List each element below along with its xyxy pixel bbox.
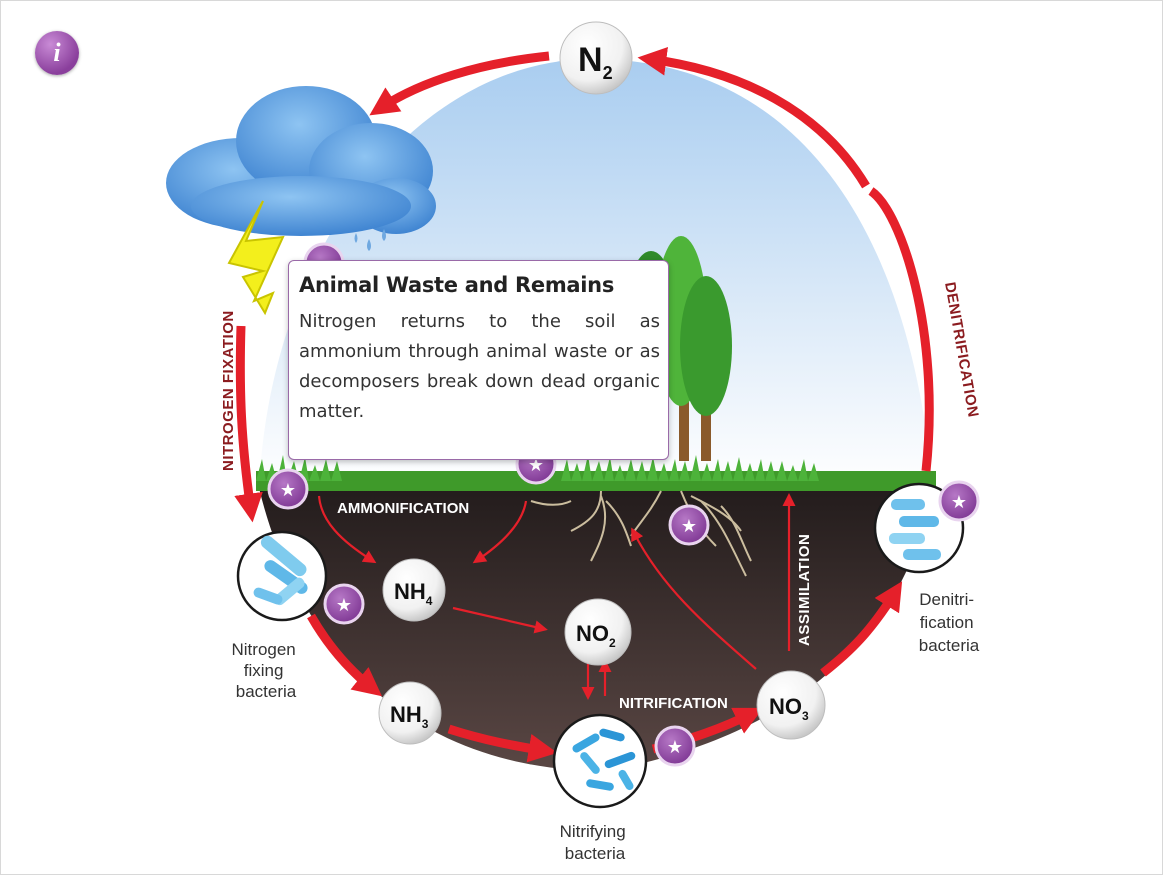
tooltip-body: Nitrogen returns to the soil as ammonium…: [299, 311, 660, 422]
svg-text:N2: N2: [578, 41, 613, 83]
label-denitrification: DENITRIFICATION: [941, 281, 982, 419]
arrow-fixing-to-nh3: [307, 613, 382, 697]
label-nitrogen-fixation: NITROGEN FIXATION: [220, 310, 237, 471]
grass: [256, 455, 936, 491]
star-icon: ★: [280, 480, 296, 501]
soil-arrows: [317, 493, 796, 700]
hotspot-nitrogen-fixing-bacteria[interactable]: ★: [323, 583, 365, 625]
star-icon: ★: [336, 595, 352, 616]
star-icon: ★: [528, 455, 544, 476]
label-nitrogen-fixing-bacteria: Nitrogen fixing bacteria: [232, 640, 301, 701]
label-assimilation: ASSIMILATION: [796, 534, 813, 646]
svg-text:NO2: NO2: [576, 621, 616, 650]
molecule-nh4: NH4: [382, 558, 446, 622]
molecule-n2: N2: [559, 21, 633, 95]
info-icon: i: [53, 38, 61, 67]
star-icon: ★: [667, 737, 683, 758]
nitrogen-fixing-bacteria-circle: [236, 530, 328, 622]
molecule-nh3: NH3: [378, 681, 442, 745]
svg-text:NO3: NO3: [769, 694, 809, 723]
hotspot-plant-roots[interactable]: ★: [668, 504, 710, 546]
cycle-arrows: [234, 46, 934, 763]
hotspot-tooltip: Animal Waste and Remains Nitrogen return…: [288, 260, 669, 460]
lightning-bolt: [227, 200, 285, 316]
star-icon: ★: [681, 516, 697, 537]
arrow-no3-to-denitrifier: [820, 581, 903, 677]
molecule-no2: NO2: [564, 598, 632, 666]
arrow-nh3-to-nitrifying: [447, 724, 558, 763]
hotspot-denitrification-bacteria[interactable]: ★: [938, 480, 980, 522]
molecule-no3: NO3: [756, 670, 826, 740]
label-ammonification: AMMONIFICATION: [337, 500, 469, 517]
svg-text:NH3: NH3: [390, 702, 429, 731]
arrow-denitrification-to-n2: [868, 187, 934, 472]
nitrifying-bacteria-circle: [552, 713, 648, 809]
rain-cloud: [166, 86, 436, 251]
star-icon: ★: [951, 492, 967, 513]
hotspot-nitrifying-bacteria[interactable]: ★: [654, 725, 696, 767]
info-button[interactable]: i: [35, 31, 79, 75]
arrow-n2-to-cloud: [369, 51, 550, 116]
label-nitrification: NITRIFICATION: [619, 695, 728, 712]
svg-text:NH4: NH4: [394, 579, 433, 608]
arrow-lightning-to-soil: [234, 325, 263, 523]
label-denitrification-bacteria: Denitri- fication bacteria: [919, 590, 980, 655]
hotspot-nitrogen-fixation[interactable]: ★: [267, 468, 309, 510]
arrow-denitrification-top: [637, 46, 870, 189]
tooltip-title: Animal Waste and Remains: [299, 273, 615, 297]
label-nitrifying-bacteria: Nitrifying bacteria: [560, 822, 631, 863]
